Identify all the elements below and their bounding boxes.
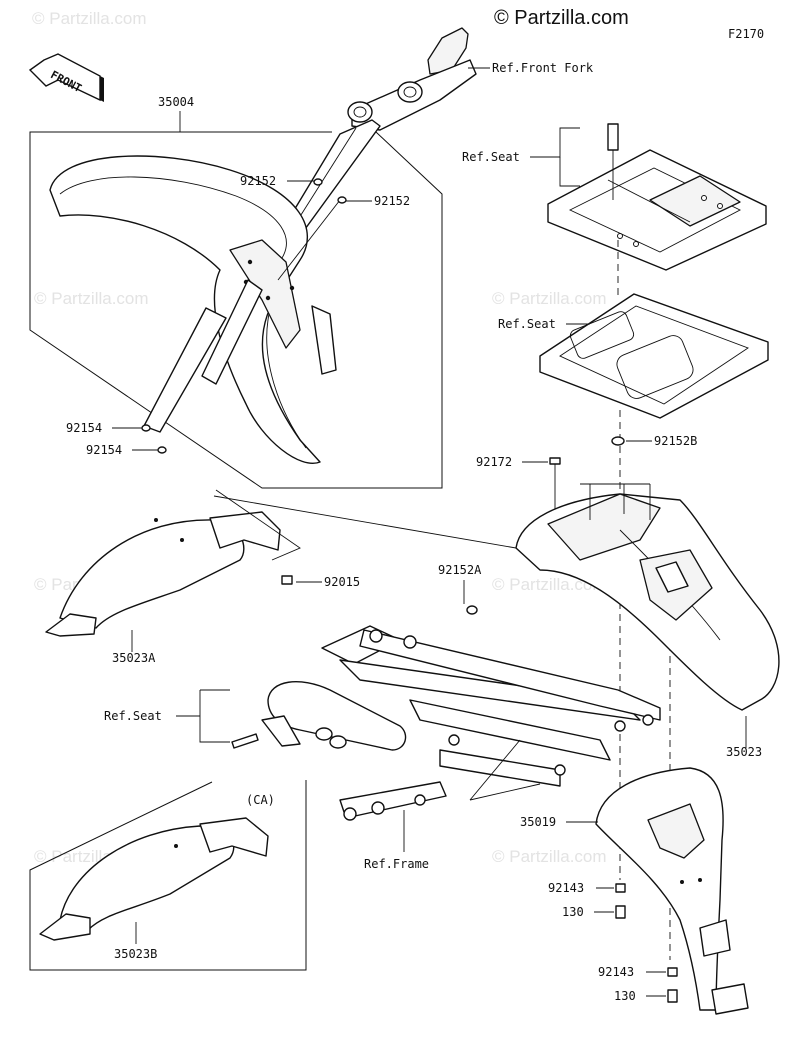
part-label-130: 130 — [614, 989, 636, 1003]
nut-icon — [615, 883, 678, 977]
part-label-92152A: 92152A — [438, 563, 482, 577]
part-label-92143: 92143 — [548, 881, 584, 895]
ca-variant-box — [29, 780, 307, 971]
part-label-35023B: 35023B — [114, 947, 157, 961]
ref-frame: Ref.Frame — [364, 857, 429, 871]
ref-seat-left: Ref.Seat — [104, 709, 162, 723]
copyright-text: © Partzilla.com — [494, 7, 629, 29]
part-label-92154: 92154 — [66, 421, 102, 435]
variant-note: (CA) — [246, 793, 275, 807]
part-label-92152B: 92152B — [654, 434, 697, 448]
part-label-35019: 35019 — [520, 815, 556, 829]
frame-rails — [339, 739, 541, 852]
clip-icon — [281, 575, 293, 585]
watermark: © Partzilla.com — [492, 575, 607, 594]
part-label-35004: 35004 — [158, 95, 194, 109]
watermark: © Partzilla.com — [32, 9, 147, 28]
watermark: © Partzilla.com — [34, 289, 149, 308]
part-label-92015: 92015 — [324, 575, 360, 589]
part-label-92143: 92143 — [598, 965, 634, 979]
front-fender-35004 — [49, 155, 337, 464]
part-label-92154: 92154 — [86, 443, 122, 457]
seat-rail-left — [231, 681, 407, 751]
front-fender-group-box — [29, 131, 443, 489]
part-label-92172: 92172 — [476, 455, 512, 469]
part-label-35023A: 35023A — [112, 651, 156, 665]
rear-subframe — [321, 625, 661, 787]
part-label-92152: 92152 — [374, 194, 410, 208]
seat-pan-mid — [539, 293, 769, 419]
ref-seat-mid: Ref.Seat — [498, 317, 556, 331]
front-arrow-icon: FRONT — [28, 53, 104, 102]
ref-front-fork: Ref.Front Fork — [492, 61, 594, 75]
rear-fender-35023 — [515, 483, 780, 711]
washer-icon — [141, 178, 347, 454]
seat-bracket-upper — [547, 123, 767, 271]
watermark: © Partzilla.com — [492, 847, 607, 866]
mudguard-35023B — [39, 817, 269, 941]
ref-seat-top: Ref.Seat — [462, 150, 520, 164]
fork-legs — [143, 199, 341, 433]
watermark: © Partzilla.com — [492, 289, 607, 308]
washer-icon — [611, 436, 625, 446]
figure-id: F2170 — [728, 27, 764, 41]
washer-icon — [466, 605, 478, 615]
part-label-35023: 35023 — [726, 745, 762, 759]
rear-flap-35019 — [595, 767, 749, 1015]
part-label-130: 130 — [562, 905, 584, 919]
part-label-92152: 92152 — [240, 174, 276, 188]
bolt-icon — [615, 905, 678, 1003]
mudguard-35023A — [45, 489, 301, 637]
